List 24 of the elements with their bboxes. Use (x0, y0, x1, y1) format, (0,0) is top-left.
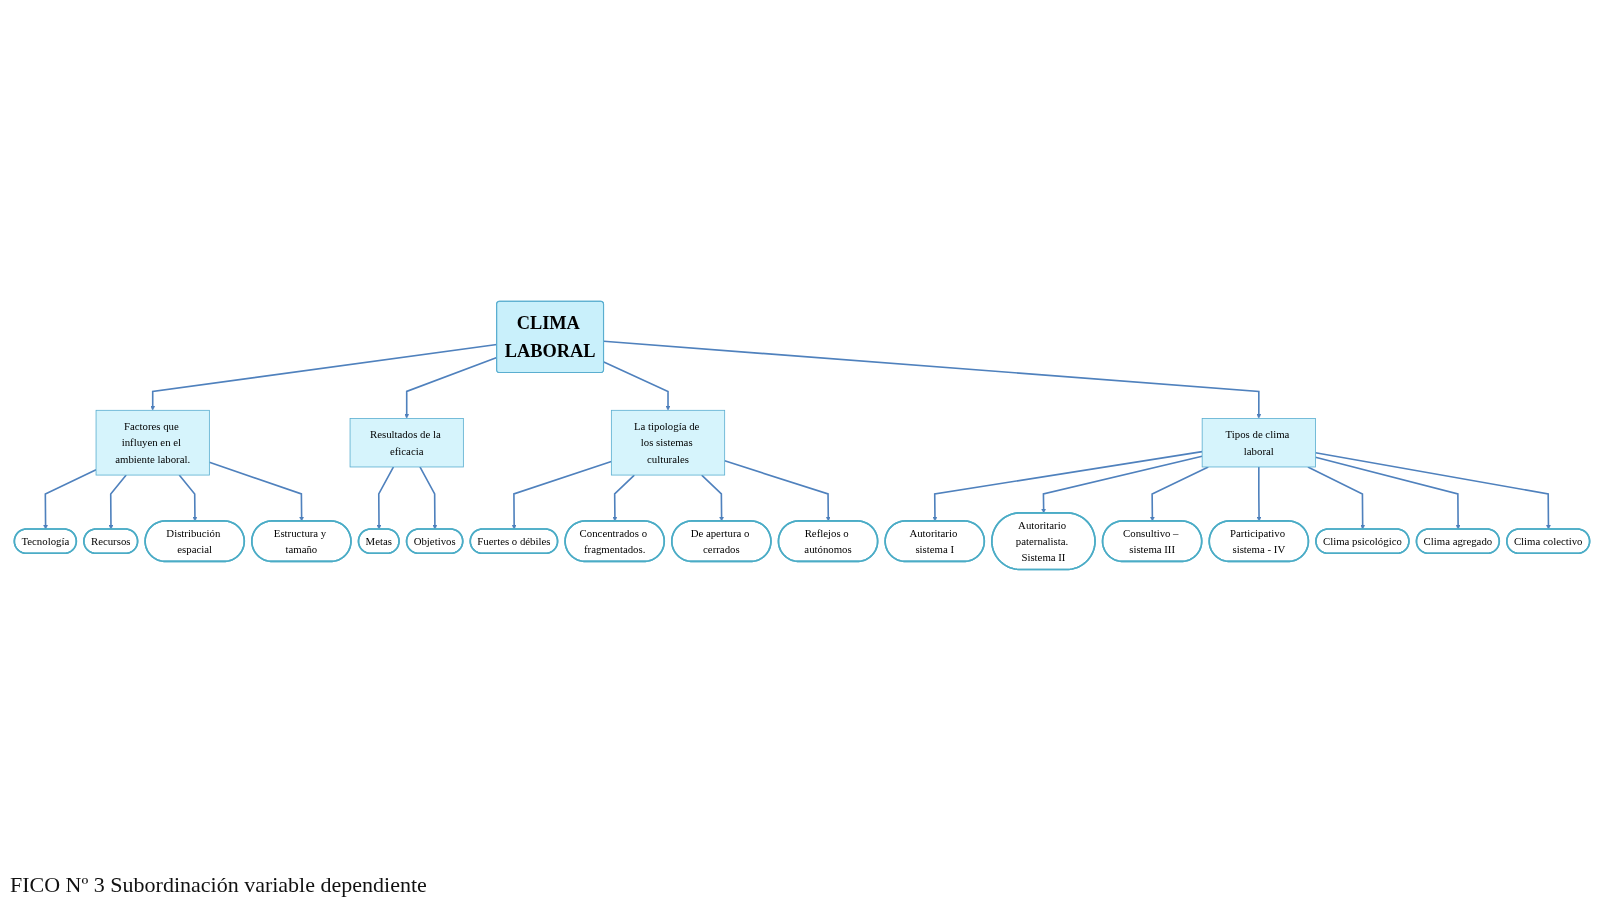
arrow (1314, 456, 1461, 530)
figure-caption: FICO Nº 3 Subordinación variable dependiente (10, 872, 427, 898)
arrow (108, 473, 127, 530)
arrow (178, 473, 198, 521)
arrow (603, 340, 1262, 419)
arrow (1307, 465, 1366, 530)
arrow (700, 473, 724, 521)
arrow (1314, 451, 1551, 530)
arrow (1041, 454, 1203, 513)
node-box: Factores que influyen en el ambiente laboral. (95, 409, 210, 476)
arrow (723, 459, 831, 521)
arrow (1150, 465, 1210, 521)
arrow (932, 450, 1203, 521)
arrow (419, 465, 438, 530)
node-box: La tipología de los sistemas culturales (610, 409, 726, 476)
arrow (376, 465, 395, 530)
arrow (1256, 465, 1262, 521)
arrow (612, 473, 636, 521)
arrow (208, 461, 304, 521)
node-box: Tipos de clima laboral (1201, 417, 1316, 467)
arrow (43, 468, 97, 530)
arrow (603, 360, 671, 411)
arrow (511, 460, 613, 530)
node-box: Resultados de la eficacia (349, 417, 464, 467)
